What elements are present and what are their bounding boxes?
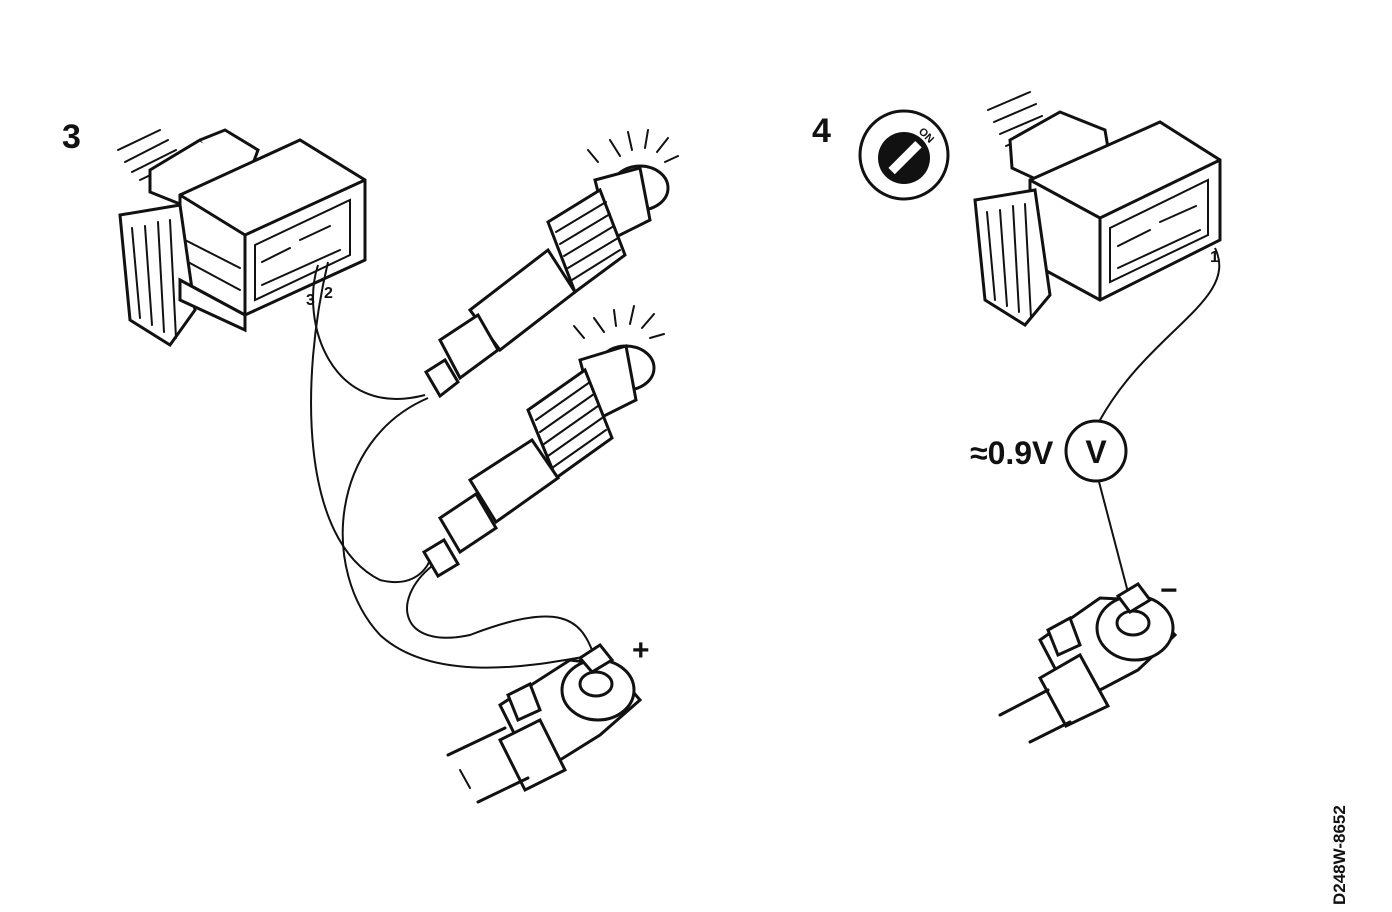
voltmeter-symbol: V (1085, 434, 1107, 470)
negative-sign: − (1160, 574, 1178, 607)
battery-terminal-positive (446, 643, 643, 804)
voltmeter-icon: V (1064, 419, 1128, 483)
figure-reference: D248W-8652 (1330, 805, 1349, 905)
connector-plug-3: 3 2 (117, 128, 367, 348)
test-lamp-lower (421, 305, 665, 579)
step-4-label: 4 (812, 112, 831, 150)
ignition-switch-icon: ON (858, 109, 950, 201)
connector-plug-4: 1 (973, 91, 1222, 327)
voltmeter-lead-lower (1097, 477, 1131, 601)
voltmeter-lead-upper (1099, 247, 1221, 421)
positive-sign: + (632, 634, 650, 667)
lamp-glow-rays-upper (587, 129, 679, 163)
voltage-reading: ≈0.9V (970, 435, 1054, 471)
pin-1-label: 1 (1210, 249, 1219, 266)
lamp-glow-rays-lower (573, 305, 665, 339)
panel-4: 4 ON 1 V ≈0.9V (812, 91, 1222, 744)
battery-terminal-negative (998, 582, 1178, 744)
step-3-label: 3 (62, 118, 81, 156)
pin-2-label: 2 (324, 285, 333, 302)
test-wires-panel-3 (310, 261, 596, 669)
test-lamp-upper (423, 129, 679, 399)
pin-3-label: 3 (306, 292, 315, 309)
panel-3: 3 3 2 (62, 118, 679, 804)
